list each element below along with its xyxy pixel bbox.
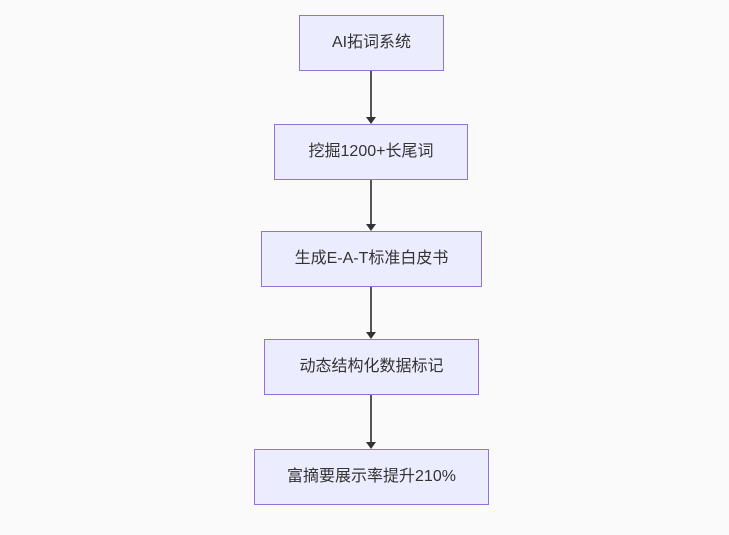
flowchart-node-label: 富摘要展示率提升210% (287, 468, 456, 485)
flowchart-node-label: AI拓词系统 (331, 34, 412, 51)
flowchart-edge-line (370, 71, 372, 117)
flowchart-node-n2: 挖掘1200+长尾词 (274, 124, 468, 180)
flowchart-node-label: 生成E-A-T标准白皮书 (294, 250, 449, 267)
flowchart-node-n5: 富摘要展示率提升210% (254, 449, 489, 505)
flowchart-node-label: 挖掘1200+长尾词 (308, 143, 434, 160)
flowchart-arrowhead-icon (366, 442, 376, 449)
flowchart-arrowhead-icon (366, 117, 376, 124)
flowchart-edge-line (370, 180, 372, 224)
flowchart-node-n3: 生成E-A-T标准白皮书 (261, 231, 482, 287)
flowchart-node-n1: AI拓词系统 (299, 15, 444, 71)
flowchart-edge-line (370, 287, 372, 332)
flowchart-arrowhead-icon (366, 332, 376, 339)
flowchart-arrowhead-icon (366, 224, 376, 231)
flowchart-node-n4: 动态结构化数据标记 (264, 339, 479, 395)
flowchart-node-label: 动态结构化数据标记 (299, 358, 444, 375)
flowchart-edge-line (370, 395, 372, 442)
